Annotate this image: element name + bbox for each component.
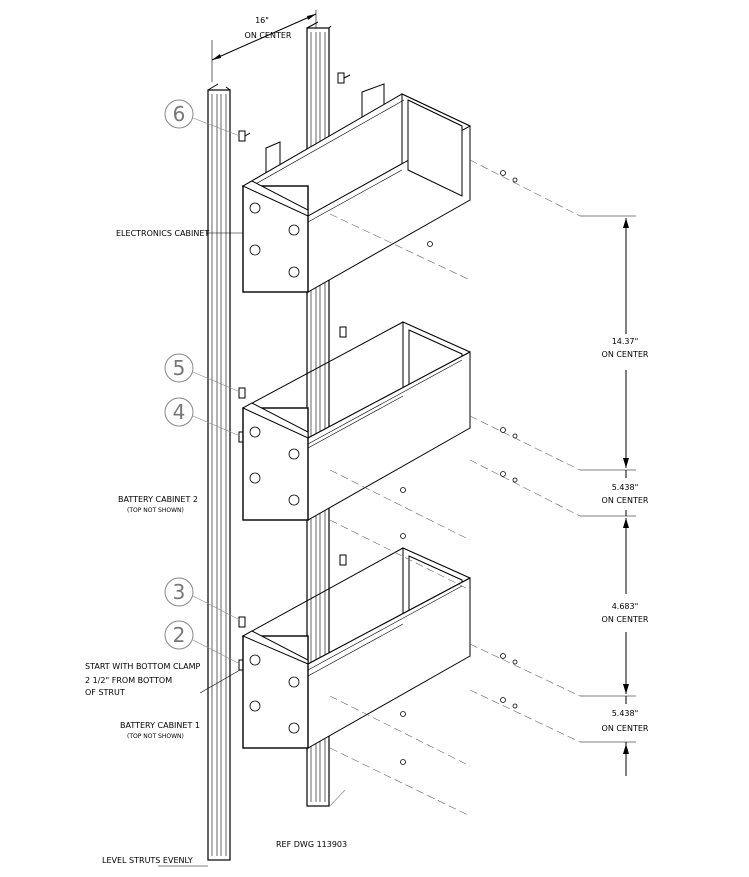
label-ref-dwg: REF DWG 113903 [276, 840, 347, 849]
label-bottom-clamp-3: OF STRUT [85, 688, 125, 697]
strut-spacing-note: ON CENTER [245, 31, 292, 40]
dim-2-value: 5.438" [612, 483, 639, 492]
vertical-dimensions: 14.37" ON CENTER 5.438" ON CENTER 4.683"… [580, 215, 649, 776]
screws [400, 170, 518, 765]
label-battery-cabinet-2-note: (TOP NOT SHOWN) [127, 507, 184, 514]
battery-cabinet-2 [241, 321, 471, 521]
svg-text:3: 3 [173, 580, 186, 604]
step-5: 5 [164, 353, 241, 393]
strut-spacing-dimension: 16" ON CENTER [211, 10, 317, 82]
step-3: 3 [164, 577, 241, 621]
step-2: 2 [164, 620, 241, 665]
label-battery-cabinet-1-note: (TOP NOT SHOWN) [127, 733, 184, 740]
battery-cabinet-1 [241, 547, 471, 749]
clamp-5-front [238, 387, 246, 399]
left-labels: ELECTRONICS CABINET BATTERY CABINET 2 (T… [85, 229, 347, 867]
label-electronics-cabinet: ELECTRONICS CABINET [116, 229, 209, 238]
label-bottom-clamp-1: START WITH BOTTOM CLAMP [85, 662, 201, 671]
svg-text:4: 4 [173, 400, 186, 424]
dim-4-note: ON CENTER [602, 724, 649, 733]
dim-2-note: ON CENTER [602, 496, 649, 505]
dim-4-value: 5.438" [612, 709, 639, 718]
svg-text:5: 5 [173, 356, 186, 380]
svg-text:6: 6 [173, 102, 186, 126]
dim-3-note: ON CENTER [602, 615, 649, 624]
clamp-6-back [337, 72, 351, 84]
svg-text:2: 2 [173, 623, 186, 647]
dim-1-value: 14.37" [612, 337, 639, 346]
label-battery-cabinet-2: BATTERY CABINET 2 [118, 495, 198, 504]
clamps [238, 72, 351, 671]
clamp-3-front [238, 616, 246, 628]
step-4: 4 [164, 397, 241, 437]
clamp-5-back [339, 326, 347, 338]
strut-spacing-value: 16" [255, 16, 269, 25]
front-strut [207, 83, 231, 861]
clamp-6-front [238, 130, 251, 142]
dim-3-value: 4.683" [612, 602, 639, 611]
label-battery-cabinet-1: BATTERY CABINET 1 [120, 721, 200, 730]
clamp-3-back [339, 554, 347, 566]
fastener-alignment-lines [329, 159, 581, 817]
step-callouts: 6 5 4 3 2 [164, 99, 241, 665]
label-bottom-clamp-2: 2 1/2" FROM BOTTOM [85, 676, 172, 685]
electronics-cabinet [241, 93, 472, 293]
label-level-struts: LEVEL STRUTS EVENLY [102, 856, 193, 865]
dim-1-note: ON CENTER [602, 350, 649, 359]
step-6: 6 [164, 99, 241, 137]
